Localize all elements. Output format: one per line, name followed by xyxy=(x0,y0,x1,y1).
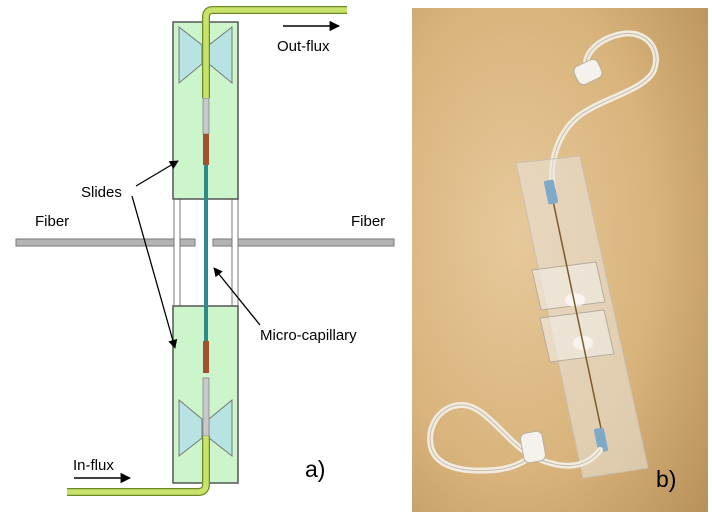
slides-label: Slides xyxy=(81,184,122,201)
panel-b-label: b) xyxy=(656,466,676,492)
outflux-label: Out-flux xyxy=(277,38,330,55)
fiber-right xyxy=(212,238,395,247)
photo-fitting-bottom xyxy=(593,427,609,453)
micro-capillary-label: Micro-capillary xyxy=(260,327,357,344)
panel-a-label: a) xyxy=(305,456,325,482)
top-sleeve xyxy=(202,97,210,135)
photo-capillary xyxy=(551,195,604,439)
capillary-arrow xyxy=(213,267,261,326)
schematic-panel: Out-flux In-flux Slides Fiber Fiber Micr… xyxy=(15,6,395,496)
photo-connector-top xyxy=(573,58,603,86)
photo-connector-bottom xyxy=(520,430,546,464)
fiber-right-label: Fiber xyxy=(351,213,385,230)
fiber-left xyxy=(15,238,196,247)
photo-fitting-top xyxy=(543,179,559,205)
fiber-left-label: Fiber xyxy=(35,213,69,230)
top-seal xyxy=(203,134,209,165)
bottom-clamp xyxy=(178,398,233,458)
bottom-seal xyxy=(203,341,209,373)
photo-panel: b) xyxy=(412,8,708,512)
slides-arrow-bottom xyxy=(131,195,178,349)
bottom-sleeve xyxy=(202,377,210,437)
micro-capillary xyxy=(204,143,208,373)
photo-clamp-top xyxy=(531,261,606,311)
slides-arrow-top xyxy=(135,160,179,187)
photo-clamp-bottom xyxy=(539,309,615,363)
influx-label: In-flux xyxy=(73,457,114,474)
